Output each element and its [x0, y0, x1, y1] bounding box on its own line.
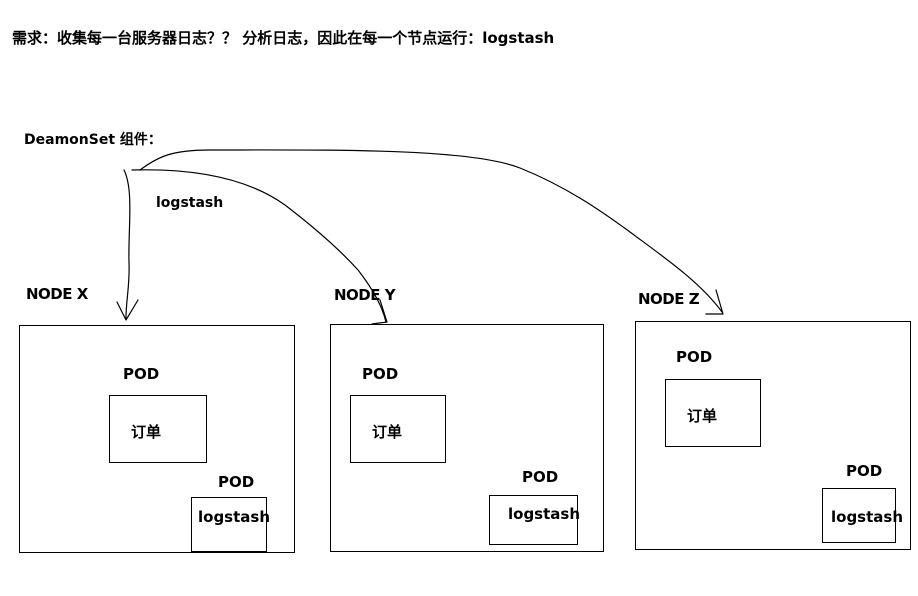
node-x-box	[19, 325, 295, 553]
node-z-box	[635, 321, 911, 550]
requirement-text: 需求：收集每一台服务器日志？？ 分析日志，因此在每一个节点运行：logstash	[12, 29, 555, 47]
node-y-box	[330, 324, 604, 552]
node-y-app-pod-box	[350, 395, 446, 463]
node-z-app-pod-box	[665, 379, 761, 447]
node-x-logstash-pod-box	[191, 497, 267, 552]
node-y-label: NODE Y	[334, 286, 396, 304]
node-x-app-pod-label: POD	[123, 365, 160, 383]
node-z-app-name: 订单	[687, 407, 718, 425]
arrow-to-node-x	[123, 169, 131, 319]
daemonset-label: DeamonSet 组件：	[24, 132, 162, 148]
node-y-logstash-name: logstash	[508, 505, 581, 523]
node-z-logstash-name: logstash	[831, 508, 904, 526]
arrowhead-node-x	[116, 299, 139, 321]
node-x-app-name: 订单	[131, 423, 162, 441]
arrowhead-node-z	[705, 289, 724, 315]
arrow-to-node-y	[131, 169, 387, 323]
node-z-logstash-pod-box	[822, 488, 896, 543]
node-y-logstash-pod-box	[489, 495, 578, 545]
node-z-app-pod-label: POD	[676, 348, 713, 366]
node-y-logstash-pod-label: POD	[522, 468, 559, 486]
daemonset-app-label: logstash	[156, 195, 224, 211]
node-x-label: NODE X	[26, 285, 88, 303]
node-x-logstash-name: logstash	[198, 508, 271, 526]
arrow-to-node-z	[139, 149, 723, 313]
node-x-app-pod-box	[109, 395, 207, 463]
node-z-logstash-pod-label: POD	[846, 462, 883, 480]
arrowhead-node-y	[371, 299, 388, 325]
node-x-logstash-pod-label: POD	[218, 473, 255, 491]
node-z-label: NODE Z	[638, 290, 700, 308]
node-y-app-pod-label: POD	[362, 365, 399, 383]
node-y-app-name: 订单	[372, 423, 403, 441]
